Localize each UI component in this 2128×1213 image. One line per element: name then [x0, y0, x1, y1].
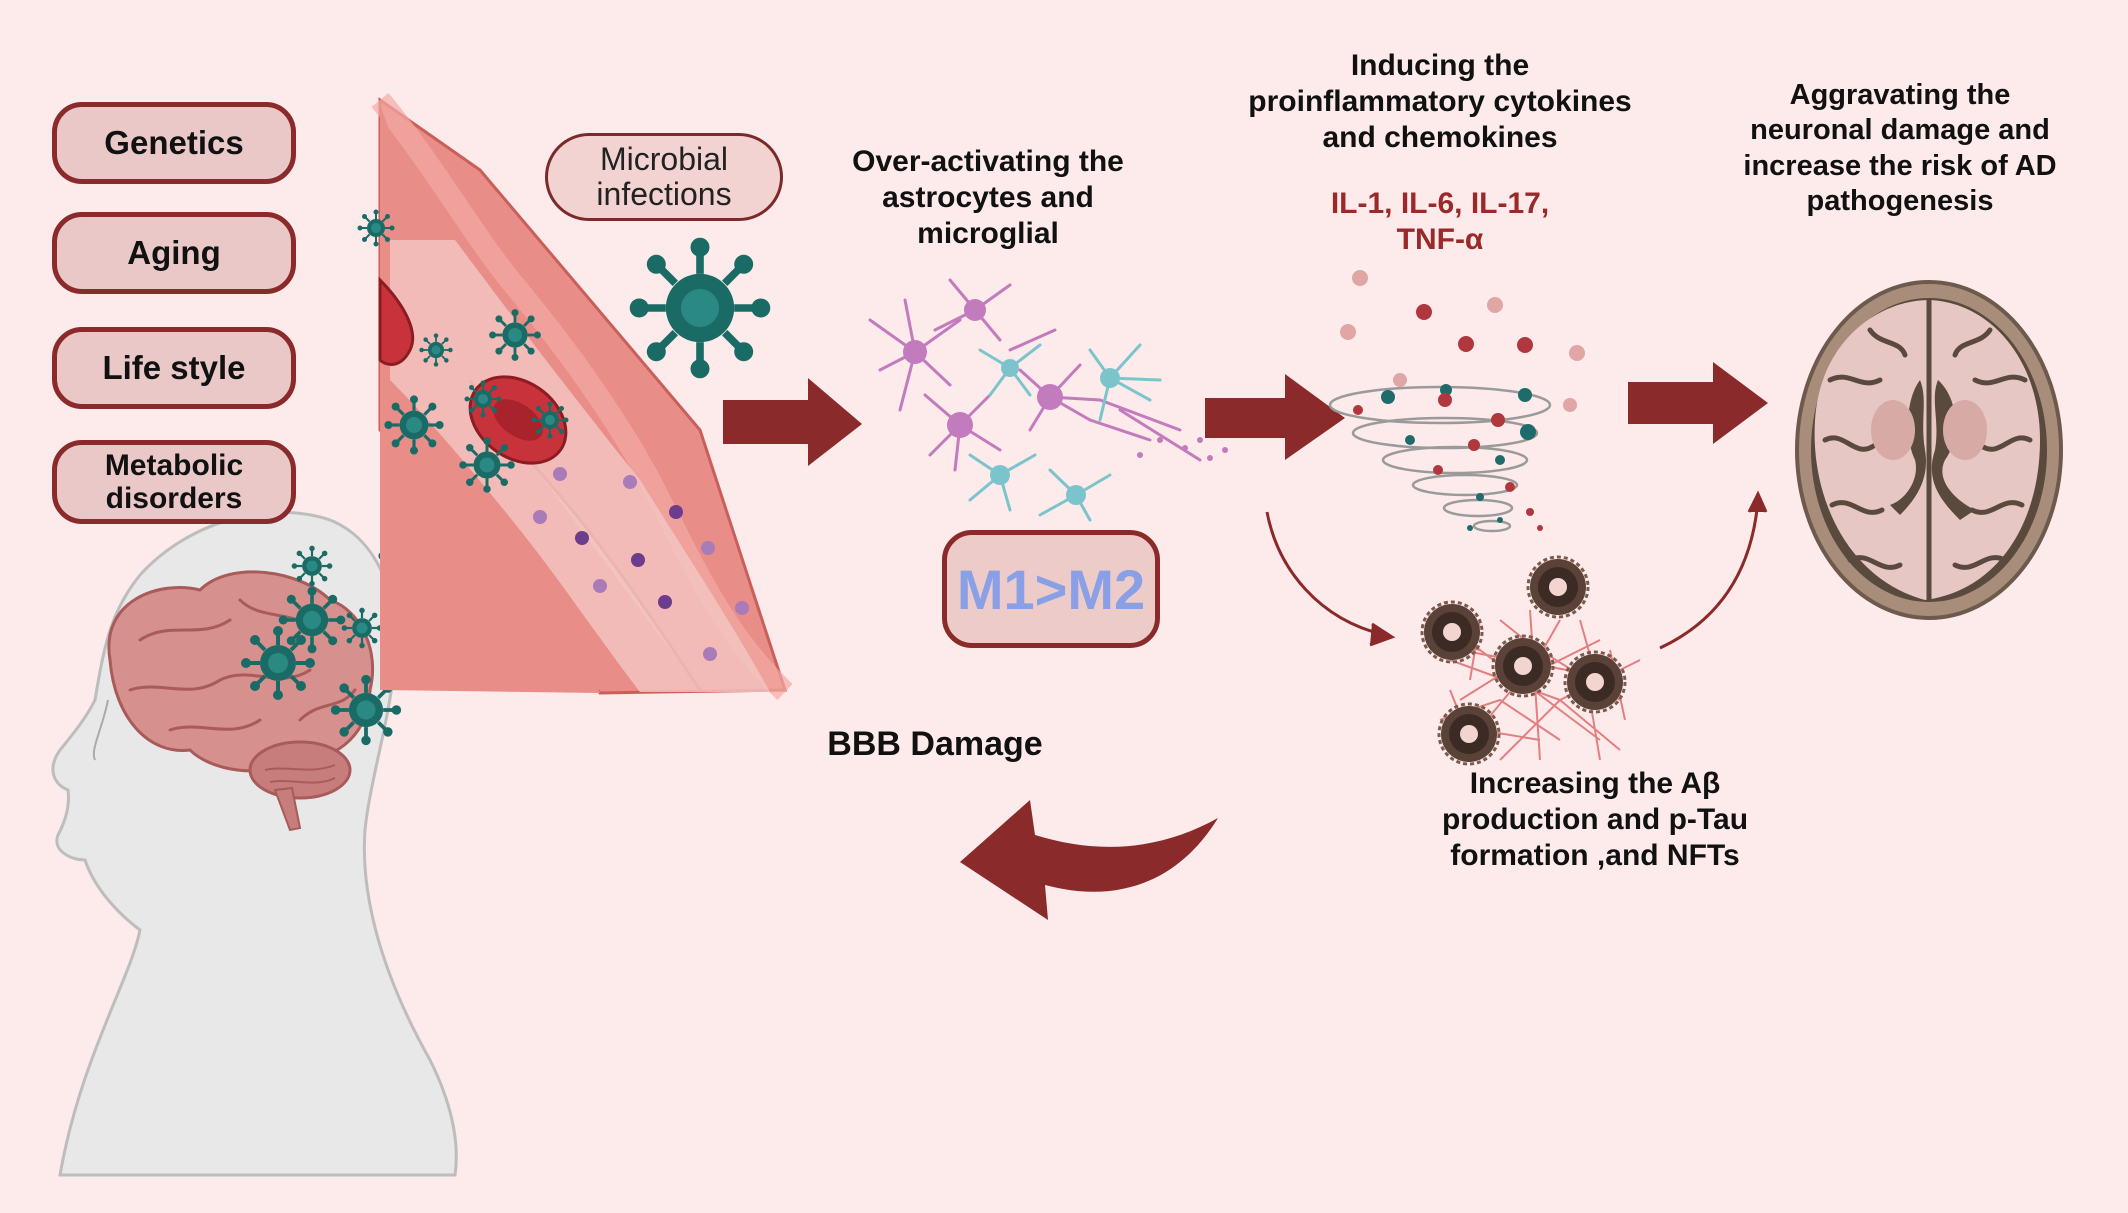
aggravating-label: Aggravating the neuronal damage and incr… — [1743, 79, 2057, 218]
factor-genetics: Genetics — [52, 102, 296, 184]
arrow-to-bbb-damage — [960, 800, 1218, 920]
glial-cells-icon — [868, 278, 1228, 522]
arrow-to-glia — [723, 378, 862, 466]
cytokine-list: IL-1, IL-6, IL-17, TNF-α — [1330, 187, 1550, 256]
factor-aging: Aging — [52, 212, 296, 294]
over-activating-label: Over-activating the astrocytes and micro… — [852, 145, 1124, 250]
factor-life-style: Life style — [52, 327, 296, 409]
increasing-abeta-label: Increasing the Aβ production and p-Tau f… — [1441, 767, 1749, 872]
blood-vessel-icon — [356, 92, 793, 700]
arrow-to-cytokines — [1205, 374, 1345, 460]
virus-icon — [630, 238, 771, 379]
arrow-to-brain-section — [1628, 362, 1768, 444]
factor-metabolic-disorders: Metabolic disorders — [52, 440, 296, 524]
m1-m2-box: M1>M2 — [942, 530, 1160, 648]
brain-section-icon — [1795, 280, 2063, 620]
bbb-damage-label: BBB Damage — [827, 725, 1043, 763]
inducing-cytokines-label: Inducing the proinflammatory cytokines a… — [1248, 49, 1632, 154]
microbial-infections-label: Microbial infections — [545, 133, 783, 221]
arrow-to-plaques — [1265, 511, 1396, 647]
arrow-from-plaques — [1659, 490, 1768, 650]
amyloid-plaque-icon — [1420, 555, 1641, 766]
cytokine-swirl-icon — [1328, 270, 1585, 533]
